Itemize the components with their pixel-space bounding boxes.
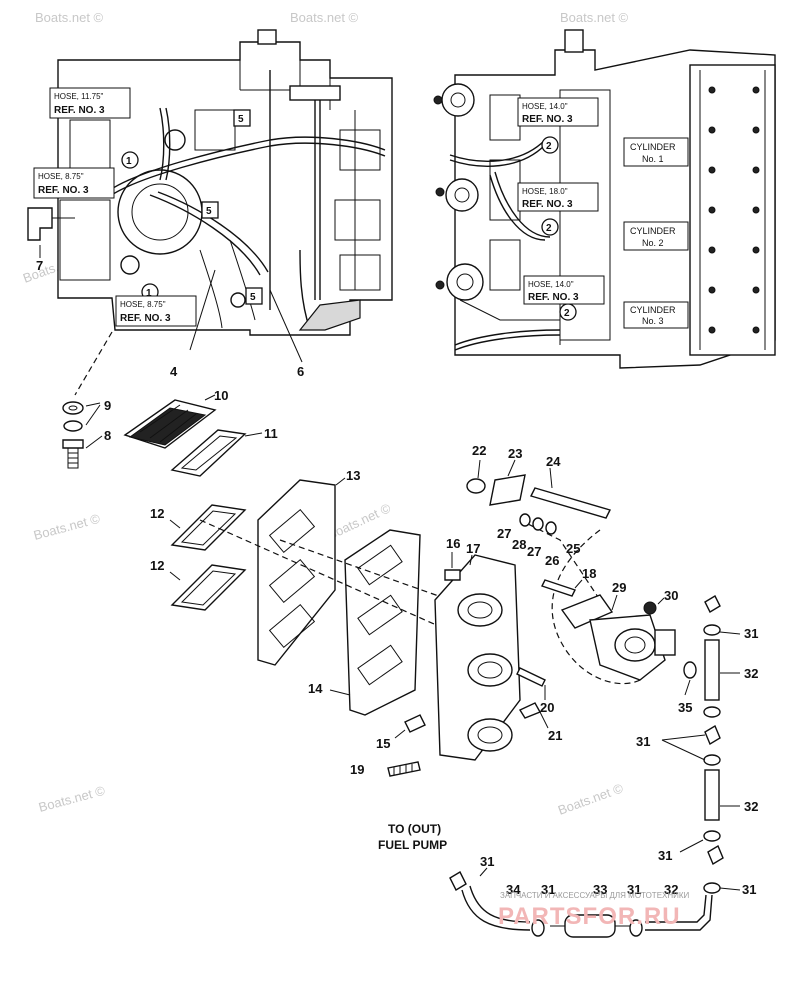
callout-circle: 2 [559, 303, 577, 321]
part-number: 30 [664, 588, 678, 603]
cylinder-label: CYLINDER [630, 226, 676, 236]
part-number: 27 [497, 526, 511, 541]
head-bolts [708, 86, 760, 334]
left-engine-block: 1 1 5 5 5 HOSE, 11.75" REF. NO. 3 HOSE, … [27, 29, 393, 396]
part-number: 24 [546, 454, 561, 469]
watermark: Boats.net © [37, 783, 107, 815]
hose-ref: REF. NO. 3 [54, 105, 105, 116]
part-number: 8 [104, 428, 111, 443]
watermark: Boats.net © [32, 511, 102, 543]
callout-number: 5 [250, 292, 256, 303]
part-number: 6 [297, 364, 304, 379]
hose-ref: REF. NO. 3 [522, 199, 573, 210]
part-number: 32 [744, 799, 758, 814]
hose-tag: HOSE, 14.0" REF. NO. 3 [517, 97, 599, 127]
part-number: 21 [548, 728, 562, 743]
hose-length: HOSE, 18.0" [522, 187, 568, 196]
cylinder-number: No. 2 [642, 238, 664, 248]
cylinder-tag: CYLINDER No. 3 [623, 301, 689, 329]
part-number: 31 [541, 882, 555, 897]
hose-tag: HOSE, 14.0" REF. NO. 3 [523, 275, 605, 305]
part-number: 31 [658, 848, 672, 863]
callout-number: 2 [546, 141, 552, 152]
part-number: 31 [742, 882, 756, 897]
cylinder-tag: CYLINDER No. 2 [623, 221, 689, 251]
part-number: 12 [150, 558, 164, 573]
hose-ref: REF. NO. 3 [528, 292, 579, 303]
cylinder-label: CYLINDER [630, 305, 676, 315]
brand-subtitle: ЗАПЧАСТИ И АКСЕССУАРЫ ДЛЯ МОТОТЕХНИКИ [500, 891, 690, 900]
callout-number: 5 [206, 206, 212, 217]
cylinder-tag: CYLINDER No. 1 [623, 137, 689, 167]
part-number: 9 [104, 398, 111, 413]
hose-tag: HOSE, 8.75" REF. NO. 3 [33, 167, 115, 199]
watermark: Boats.net © [290, 10, 359, 25]
callout-circle: 2 [541, 136, 559, 154]
callout-circle: 2 [541, 218, 559, 236]
hose-length: HOSE, 11.75" [54, 92, 104, 101]
hose-tag: HOSE, 18.0" REF. NO. 3 [517, 182, 599, 212]
fuel-pump-note-line2: FUEL PUMP [378, 838, 447, 852]
hose-length: HOSE, 8.75" [38, 172, 84, 181]
exploded-parts: 9 8 10 11 12 12 13 [62, 388, 758, 938]
right-engine-block: 2 2 2 HOSE, 14.0" REF. NO. 3 HOSE, 18.0"… [433, 29, 776, 369]
part-number: 14 [308, 681, 323, 696]
part-number: 16 [446, 536, 460, 551]
watermark: Boats.net © [560, 10, 629, 25]
hose-ref: REF. NO. 3 [522, 114, 573, 125]
part-number: 11 [264, 426, 278, 441]
part-number: 29 [612, 580, 626, 595]
brand-watermark: ЗАПЧАСТИ И АКСЕССУАРЫ ДЛЯ МОТОТЕХНИКИ PA… [498, 891, 690, 930]
part-number: 28 [512, 537, 526, 552]
part-number: 23 [508, 446, 522, 461]
part-number: 34 [506, 882, 521, 897]
part-number: 7 [36, 258, 43, 273]
part-number: 27 [527, 544, 541, 559]
part-number: 32 [664, 882, 678, 897]
watermark: Boats.net © [35, 10, 104, 25]
part-number: 31 [636, 734, 650, 749]
part-number: 19 [350, 762, 364, 777]
part-number: 31 [744, 626, 758, 641]
callout-box: 5 [233, 109, 251, 127]
part-number: 31 [627, 882, 641, 897]
fuel-pump-note-line1: TO (OUT) [388, 822, 441, 836]
part-number: 17 [466, 541, 480, 556]
hose-length: HOSE, 8.75" [120, 300, 166, 309]
part-number: 4 [170, 364, 178, 379]
part-number: 31 [480, 854, 494, 869]
hose-length: HOSE, 14.0" [528, 280, 574, 289]
callout-box: 5 [245, 287, 263, 305]
callout-box: 5 [201, 201, 219, 219]
hose-tag: HOSE, 8.75" REF. NO. 3 [115, 295, 197, 327]
cylinder-number: No. 1 [642, 154, 664, 164]
cylinder-number: No. 3 [642, 316, 664, 326]
part-number: 35 [678, 700, 692, 715]
brand-logo-text: PARTSFOR.RU [498, 903, 681, 930]
part-number: 13 [346, 468, 360, 483]
callout-circle: 1 [121, 151, 139, 169]
callout-number: 2 [546, 223, 552, 234]
part-number: 10 [214, 388, 228, 403]
part-number: 15 [376, 736, 390, 751]
cylinder-label: CYLINDER [630, 142, 676, 152]
callout-number: 1 [126, 156, 132, 167]
part-number: 33 [593, 882, 607, 897]
hose-ref: REF. NO. 3 [120, 313, 171, 324]
callout-number: 2 [564, 308, 570, 319]
part-number: 20 [540, 700, 554, 715]
hose-tag: HOSE, 11.75" REF. NO. 3 [49, 87, 131, 119]
watermark: Boats.net © [556, 780, 626, 818]
part-number: 32 [744, 666, 758, 681]
hose-length: HOSE, 14.0" [522, 102, 568, 111]
part-number: 12 [150, 506, 164, 521]
part-number: 25 [566, 541, 580, 556]
hose-ref: REF. NO. 3 [38, 185, 89, 196]
callout-number: 5 [238, 114, 244, 125]
part-number: 26 [545, 553, 559, 568]
callout-number: 1 [146, 288, 152, 299]
part-number: 22 [472, 443, 486, 458]
part-number: 18 [582, 566, 596, 581]
